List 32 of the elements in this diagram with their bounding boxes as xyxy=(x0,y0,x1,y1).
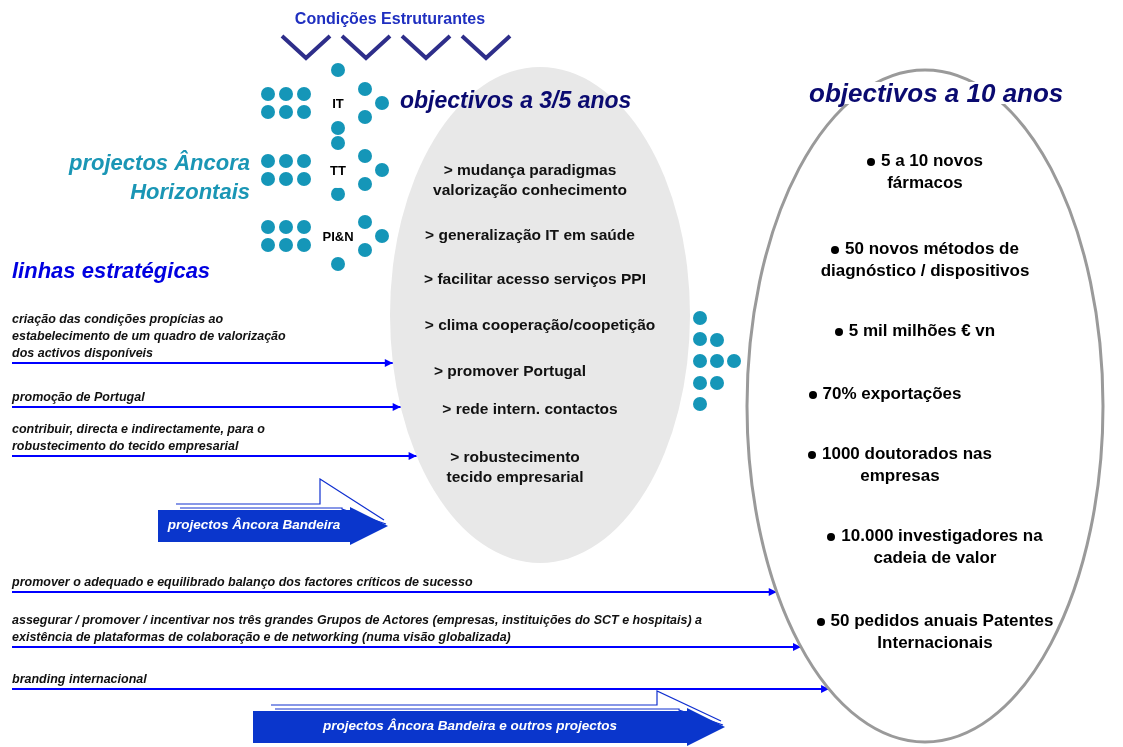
arrow-label: projectos Âncora Bandeira xyxy=(166,517,342,532)
strategy-text: criação das condições propícias ao estabelecimento de um quadro de valorização dos activos disponíveis xyxy=(12,311,292,362)
goal-item: 10.000 investigadores na cadeia de valor xyxy=(805,525,1065,569)
goal-item: > promover Portugal xyxy=(433,361,587,381)
goal-item: > mudança paradigmas valorização conhecimento xyxy=(432,160,628,200)
strategy-text: branding internacional xyxy=(12,671,312,688)
objectives-ellipse xyxy=(390,65,690,565)
goal-item: 5 mil milhões € vn xyxy=(765,320,1065,342)
goal-item: 70% exportações xyxy=(765,383,1005,405)
goal-item: 5 a 10 novos fármacos xyxy=(835,150,1015,194)
strategy-text: assegurar / promover / incentivar nos três grandes Grupos de Actores (empresas, instituições do SCT e hospitais) a existência de plataformas de colaboração e de networking (numa visão globalizada) xyxy=(12,612,712,646)
goal-item: > facilitar acesso serviços PPI xyxy=(423,269,647,289)
arrow xyxy=(11,452,418,460)
group-heading: projectos Âncora Horizontais xyxy=(67,149,250,206)
arrow-label: projectos Âncora Bandeira e outros projectos xyxy=(321,718,619,733)
strategy-text: promover o adequado e equilibrado balanço dos factores críticos de sucesso xyxy=(12,574,712,591)
arrow xyxy=(11,359,394,367)
goal-item: > clima cooperação/coopetição xyxy=(423,315,657,335)
block-arrow xyxy=(158,478,388,546)
goal-item: > rede intern. contactos xyxy=(441,399,619,419)
goal-item: 50 novos métodos de diagnóstico / dispositivos xyxy=(819,238,1031,282)
block-arrow xyxy=(253,690,725,747)
section-heading: Condições Estruturantes xyxy=(293,10,487,28)
strategy-text: promoção de Portugal xyxy=(12,389,312,406)
strategy-text: contribuir, directa e indirectamente, para o robustecimento do tecido empresarial xyxy=(12,421,352,455)
goal-item: > robustecimento tecido empresarial xyxy=(445,447,585,487)
goal-item: 1000 doutorados nas empresas xyxy=(795,443,1005,487)
arrow xyxy=(11,403,402,411)
arrow xyxy=(11,643,802,651)
goal-item: 50 pedidos anuais Patentes Internacionais xyxy=(805,610,1065,654)
goal-item: > generalização IT em saúde xyxy=(424,225,636,245)
section-heading: linhas estratégicas xyxy=(12,258,212,284)
